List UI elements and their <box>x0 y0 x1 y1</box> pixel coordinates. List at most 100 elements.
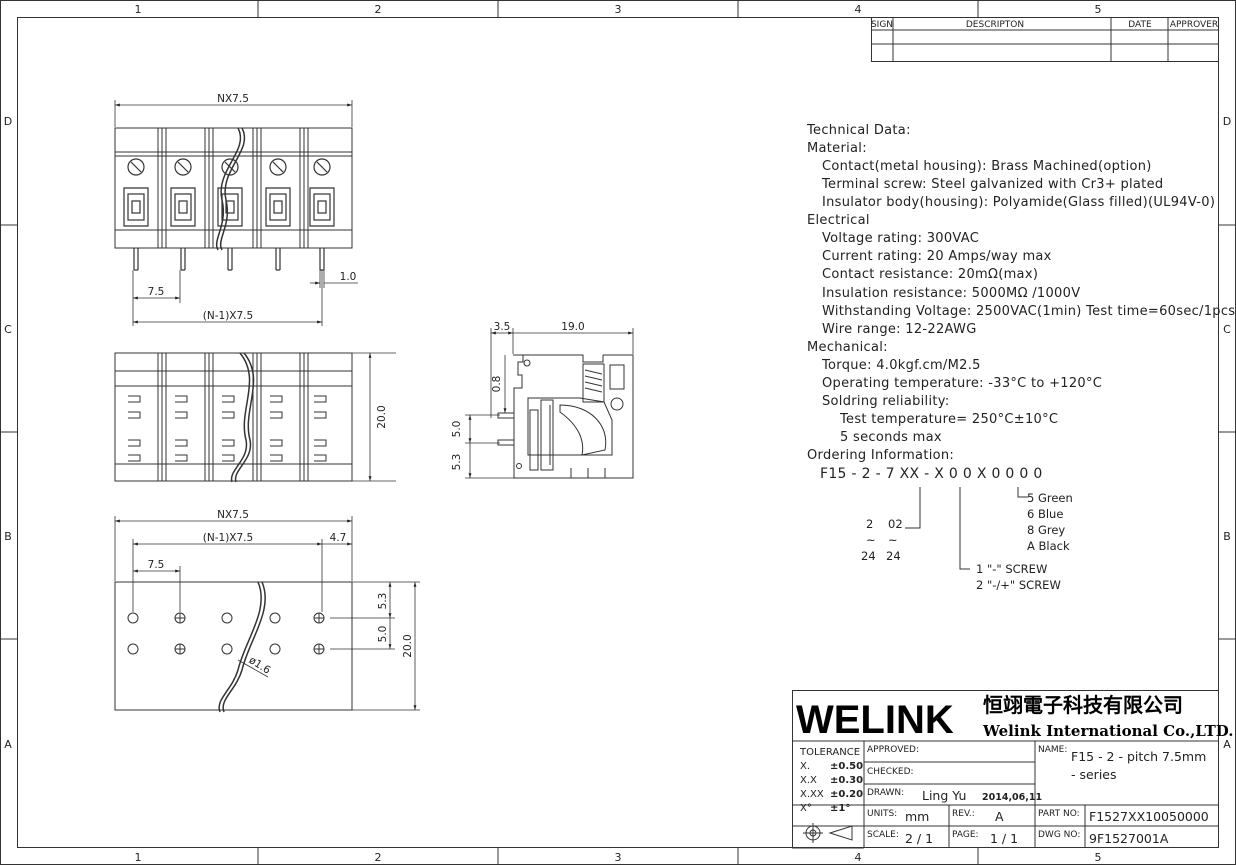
screw-option: 1 "-" SCREW <box>976 562 1047 576</box>
scale-value: 2 / 1 <box>905 831 933 846</box>
rev-header-approver: APPROVER <box>1170 20 1218 30</box>
page-label: PAGE: <box>952 830 979 840</box>
dim-bot-n1: (N-1)X7.5 <box>203 532 253 544</box>
tolerance-value: ±1° <box>830 803 850 814</box>
dim-bot-height: 20.0 <box>402 634 414 657</box>
front-dimensions <box>114 100 358 326</box>
company-name-en: Welink International Co.,LTD. <box>982 722 1234 740</box>
dim-bot-pitch: 7.5 <box>148 559 165 571</box>
poles-min-code: 02 <box>888 517 903 531</box>
part-no-value: F1527XX10050000 <box>1089 809 1209 824</box>
welink-logo: WELINK <box>796 698 954 742</box>
pcb-hole <box>269 643 281 655</box>
screw-head-icon <box>269 158 287 176</box>
dim-side-b: 19.0 <box>561 321 584 333</box>
poles-max-code: 24 <box>886 549 901 563</box>
units-label: UNITS: <box>867 809 897 819</box>
pcb-hole <box>174 643 186 655</box>
dim-side-e: 5.3 <box>451 454 463 471</box>
material-line: Insulator body(housing): Polyamide(Glass… <box>822 195 1215 210</box>
electrical-line: Wire range: 12-22AWG <box>822 322 977 337</box>
screw-head-icon <box>127 158 145 176</box>
clamp-slot <box>314 395 327 462</box>
color-option: 5 Green <box>1027 491 1073 505</box>
company-name-cn: 恒翊電子科技有限公司 <box>983 693 1183 717</box>
drawn-date: 2014,06,11 <box>982 792 1042 803</box>
ordering-code: F15 - 2 - 7 XX - X 0 0 X 0 0 0 0 <box>820 466 1043 482</box>
approved-label: APPROVED: <box>867 745 919 755</box>
mechanical-line: Operating temperature: -33°C to +120°C <box>822 376 1102 391</box>
zone-row-d-right: D <box>1223 115 1231 128</box>
electrical-line: Withstanding Voltage: 2500VAC(1min) Test… <box>822 304 1235 319</box>
color-option: 8 Grey <box>1027 523 1065 537</box>
dim-side-d: 5.0 <box>451 421 463 438</box>
soldering-line: 5 seconds max <box>840 430 942 445</box>
tolerance-value: ±0.30 <box>830 775 863 786</box>
terminal-pole <box>123 158 149 271</box>
clamp-slot <box>222 395 235 462</box>
zone-labels: 1 2 3 4 5 1 2 3 4 5 D C B A D C B A <box>4 3 1231 864</box>
zone-col-3: 3 <box>615 3 622 16</box>
poles-tilde: ~ <box>888 533 898 547</box>
zone-col-1-bottom: 1 <box>135 851 142 864</box>
zone-col-4: 4 <box>855 3 862 16</box>
electrical-line: Contact resistance: 20mΩ(max) <box>822 267 1038 282</box>
zone-row-b: B <box>4 530 12 543</box>
clamp-slot <box>128 395 141 462</box>
rev-label: REV.: <box>952 809 975 819</box>
mechanical-line: Soldring reliability: <box>822 394 950 409</box>
mechanical-line: Torque: 4.0kgf.cm/M2.5 <box>821 358 981 373</box>
zone-row-b-right: B <box>1223 530 1231 543</box>
part-no-label: PART NO: <box>1038 809 1080 819</box>
wire-entry <box>265 187 291 227</box>
pcb-hole <box>127 612 139 624</box>
drawn-by: Ling Yu <box>922 788 966 803</box>
terminal-pole <box>217 158 243 271</box>
pcb-hole <box>127 643 139 655</box>
rev-value: A <box>995 809 1004 824</box>
zone-row-c-right: C <box>1223 323 1231 336</box>
wire-entry <box>217 187 243 227</box>
clamp-slot <box>175 395 188 462</box>
zone-col-3-bottom: 3 <box>615 851 622 864</box>
soldering-line: Test temperature= 250°C±10°C <box>839 412 1058 427</box>
zone-col-5-bottom: 5 <box>1095 851 1102 864</box>
poles-tilde: ~ <box>866 533 876 547</box>
terminal-pole <box>309 158 335 271</box>
tolerance-value: ±0.50 <box>830 761 863 772</box>
zone-col-4-bottom: 4 <box>855 851 862 864</box>
dwg-no-value: 9F1527001A <box>1089 831 1169 846</box>
screw-head-icon <box>313 158 331 176</box>
color-option: 6 Blue <box>1027 507 1063 521</box>
tolerance-key: X.XX <box>800 789 824 800</box>
tolerance-key: X. <box>800 761 810 772</box>
clamp-slot <box>270 395 283 462</box>
drawing-name-line1: F15 - 2 - pitch 7.5mm <box>1071 749 1206 764</box>
ordering-callouts <box>905 487 1028 570</box>
zone-col-2: 2 <box>375 3 382 16</box>
projection-symbol-icon <box>803 823 853 843</box>
pcb-hole <box>269 612 281 624</box>
dim-mid-height: 20.0 <box>376 405 388 428</box>
wire-entry <box>123 187 149 227</box>
dim-top-pitch: 7.5 <box>148 286 165 298</box>
pcb-hole <box>313 643 325 655</box>
zone-row-a-right: A <box>1223 738 1231 751</box>
pcb-hole <box>313 612 325 624</box>
tolerance-key: X.X <box>800 775 817 786</box>
tech-title: Technical Data: <box>806 123 911 138</box>
poles-min: 2 <box>866 517 873 531</box>
front-view <box>114 127 353 271</box>
side-dimensions <box>465 328 634 479</box>
dim-hole-diameter: ø1.6 <box>247 654 273 677</box>
dim-side-c: 0.8 <box>491 376 503 393</box>
screw-option: 2 "-/+" SCREW <box>976 578 1061 592</box>
zone-row-d: D <box>4 115 12 128</box>
material-line: Terminal screw: Steel galvanized with Cr… <box>821 177 1163 192</box>
title-block: WELINK 恒翊電子科技有限公司 Welink International C… <box>792 690 1234 849</box>
name-label: NAME: <box>1038 745 1067 755</box>
dim-bot-nx: NX7.5 <box>217 509 249 521</box>
dim-side-a: 3.5 <box>494 321 511 333</box>
dim-top-pin: 1.0 <box>340 271 357 283</box>
wire-entry <box>309 187 335 227</box>
